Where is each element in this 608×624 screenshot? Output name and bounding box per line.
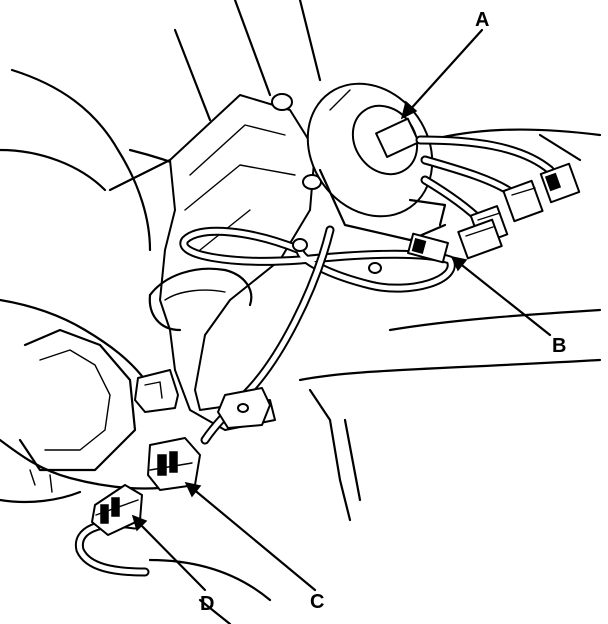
mounting-bracket <box>217 238 382 429</box>
callout-d-label: D <box>200 593 215 615</box>
callout-a-label: A <box>475 9 490 31</box>
connector-right-2 <box>502 179 544 223</box>
connector-c <box>147 437 201 491</box>
connector-b <box>407 232 449 264</box>
steering-column <box>0 68 162 504</box>
wire-harness <box>74 135 555 577</box>
cable-reel <box>306 82 447 242</box>
bracket-clip <box>134 369 179 413</box>
connector-right-4 <box>457 218 503 260</box>
callout-c-label: C <box>310 591 325 613</box>
connectors <box>91 162 581 536</box>
callout-b-label: B <box>552 335 567 357</box>
leader-lines <box>131 28 552 592</box>
connector-right-1 <box>539 162 581 204</box>
